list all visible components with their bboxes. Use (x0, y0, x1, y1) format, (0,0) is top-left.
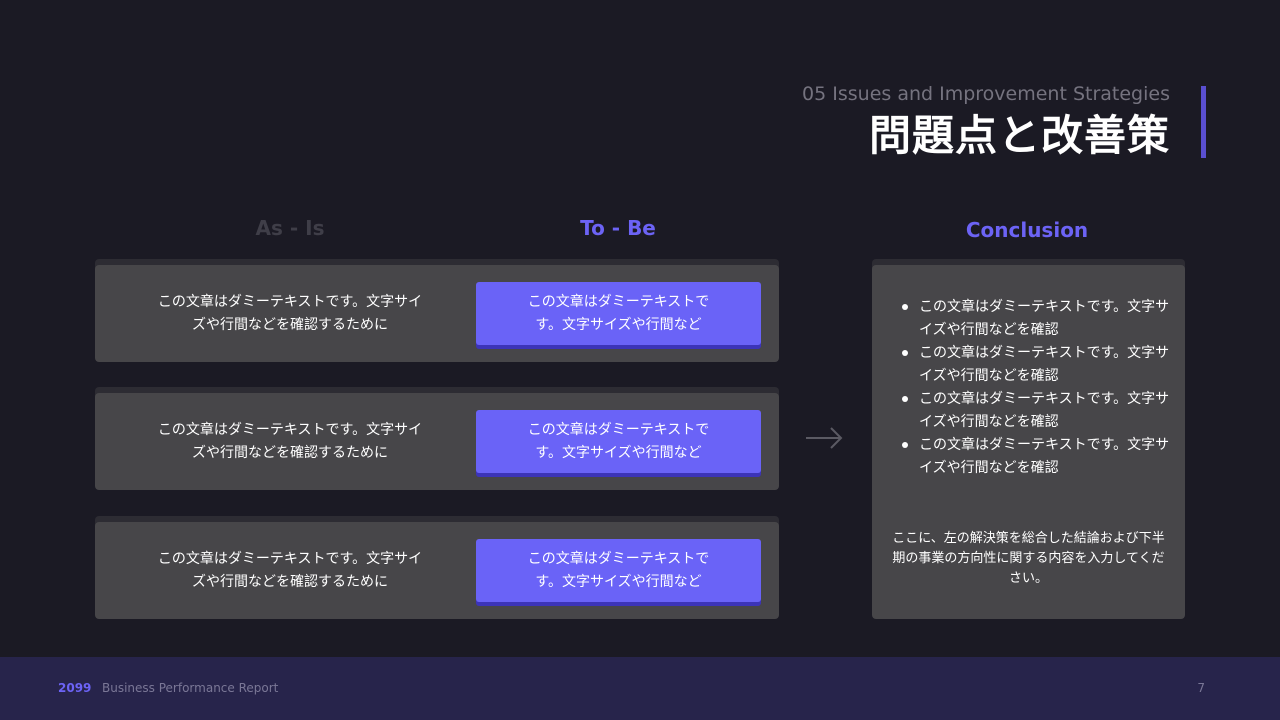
to-be-text: この文章はダミーテキストです。文字サイズや行間など (527, 421, 710, 461)
to-be-text: この文章はダミーテキストです。文字サイズや行間など (527, 293, 710, 333)
as-is-text: この文章はダミーテキストです。文字サイズや行間などを確認するために (157, 421, 423, 461)
page-number: 7 (1197, 681, 1205, 695)
comparison-row-1: この文章はダミーテキストです。文字サイズや行間などを確認するために この文章はダ… (95, 265, 779, 362)
to-be-heading: To - Be (580, 216, 656, 240)
comparison-row-3: この文章はダミーテキストです。文字サイズや行間などを確認するために この文章はダ… (95, 522, 779, 619)
as-is-text: この文章はダミーテキストです。文字サイズや行間などを確認するために (157, 550, 423, 590)
slide-title: 問題点と改善策 (868, 111, 1170, 160)
arrow-right-icon (806, 427, 843, 449)
bullet-dot-icon (902, 396, 908, 402)
as-is-cell: この文章はダミーテキストです。文字サイズや行間などを確認するために (145, 265, 435, 362)
comparison-row-2: この文章はダミーテキストです。文字サイズや行間などを確認するために この文章はダ… (95, 393, 779, 490)
bullet-dot-icon (902, 350, 908, 356)
to-be-cell: この文章はダミーテキストです。文字サイズや行間など (476, 410, 761, 473)
conclusion-bullet: この文章はダミーテキストです。文字サイズや行間などを確認 (900, 434, 1170, 480)
conclusion-card: この文章はダミーテキストです。文字サイズや行間などを確認 この文章はダミーテキス… (872, 265, 1185, 619)
to-be-cell: この文章はダミーテキストです。文字サイズや行間など (476, 282, 761, 345)
conclusion-heading: Conclusion (965, 218, 1089, 242)
bullet-dot-icon (902, 442, 908, 448)
conclusion-bullet: この文章はダミーテキストです。文字サイズや行間などを確認 (900, 296, 1170, 342)
as-is-cell: この文章はダミーテキストです。文字サイズや行間などを確認するために (145, 393, 435, 490)
conclusion-bullet: この文章はダミーテキストです。文字サイズや行間などを確認 (900, 342, 1170, 388)
slide-subtitle: 05 Issues and Improvement Strategies (802, 83, 1170, 105)
title-accent-bar (1201, 86, 1206, 158)
as-is-cell: この文章はダミーテキストです。文字サイズや行間などを確認するために (145, 522, 435, 619)
to-be-cell: この文章はダミーテキストです。文字サイズや行間など (476, 539, 761, 602)
bullet-dot-icon (902, 304, 908, 310)
footer-year: 2099 (58, 681, 92, 695)
conclusion-summary: ここに、左の解決策を総合した結論および下半期の事業の方向性に関する内容を入力して… (892, 531, 1165, 586)
as-is-text: この文章はダミーテキストです。文字サイズや行間などを確認するために (157, 293, 423, 333)
as-is-heading: As - Is (255, 216, 325, 240)
slide-header: 05 Issues and Improvement Strategies 問題点… (802, 82, 1184, 162)
conclusion-bullet: この文章はダミーテキストです。文字サイズや行間などを確認 (900, 388, 1170, 434)
footer-report-name: Business Performance Report (102, 681, 279, 695)
to-be-text: この文章はダミーテキストです。文字サイズや行間など (527, 550, 710, 590)
slide-footer: 2099 Business Performance Report 7 (0, 657, 1280, 720)
conclusion-bullet-list: この文章はダミーテキストです。文字サイズや行間などを確認 この文章はダミーテキス… (900, 296, 1170, 480)
